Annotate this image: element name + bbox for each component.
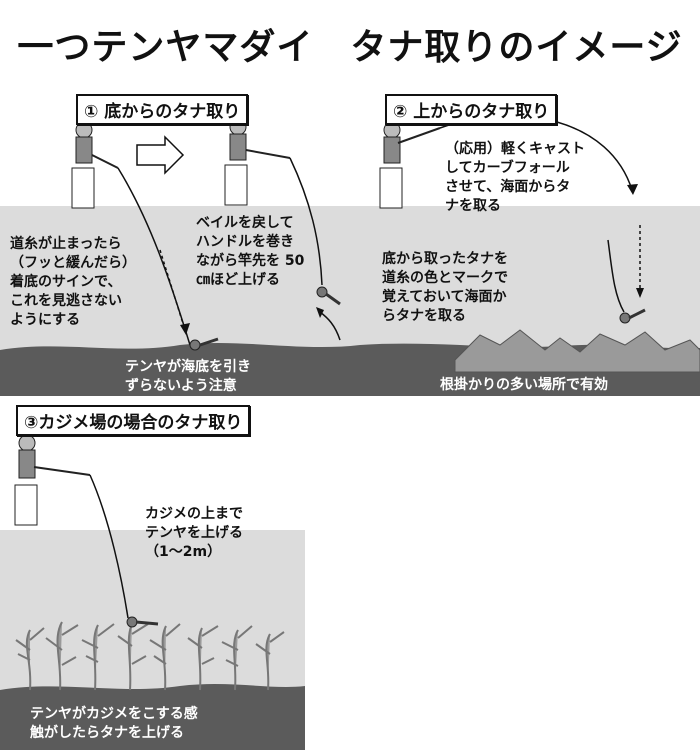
p3-bottom-note: テンヤがカジメをこする感 触がしたらタナを上げる — [30, 706, 198, 741]
p1-left-note: 道糸が止まったら （フッと緩んだら） 着底のサインで、 これを見逃さない ように… — [10, 236, 136, 328]
rod-3 — [397, 127, 441, 144]
p2-bottom-note: 根掛かりの多い場所で有効 — [440, 377, 608, 393]
angler-3 — [379, 121, 403, 209]
rod-2 — [245, 149, 291, 159]
rocks — [454, 329, 700, 373]
seabed-bottom — [0, 684, 305, 750]
angler-4 — [14, 434, 38, 526]
panel2-label: ② 上からのタナ取り — [385, 94, 558, 125]
hollow-arrow — [136, 135, 185, 175]
line-3 — [607, 239, 625, 313]
p3-note: カジメの上まで テンヤを上げる （1～2m） — [145, 506, 243, 560]
page-title: 一つテンヤマダイ タナ取りのイメージ — [17, 27, 683, 68]
tenya-2 — [316, 286, 341, 306]
angler-2 — [224, 118, 248, 206]
tenya-3 — [619, 308, 646, 324]
panel1-label: ① 底からのタナ取り — [76, 94, 249, 125]
line-4 — [89, 474, 129, 619]
p1-right-note: ベイルを戻して ハンドルを巻き ながら竿先を 50 ㎝ほど上げる — [196, 215, 305, 288]
angler-1 — [71, 121, 95, 209]
panel3-label: ③カジメ場の場合のタナ取り — [16, 405, 251, 436]
line-2 — [289, 157, 323, 286]
rod-1 — [91, 154, 119, 169]
p2-mid-note: 底から取ったタナを 道糸の色とマークで 覚えておいて海面か らタナを取る — [382, 251, 508, 324]
tenya-1 — [189, 337, 219, 351]
rod-4 — [33, 466, 91, 476]
tenya-4 — [126, 616, 159, 628]
drop-arrow-1 — [159, 249, 186, 331]
kelp-forest — [15, 621, 285, 691]
line-1 — [117, 167, 191, 346]
p1-bottom-note: テンヤが海底を引き ずらないよう注意 — [125, 359, 251, 394]
p2-cast-note: （応用）軽くキャスト してカーブフォール させて、海面からタ ナを取る — [445, 141, 585, 214]
